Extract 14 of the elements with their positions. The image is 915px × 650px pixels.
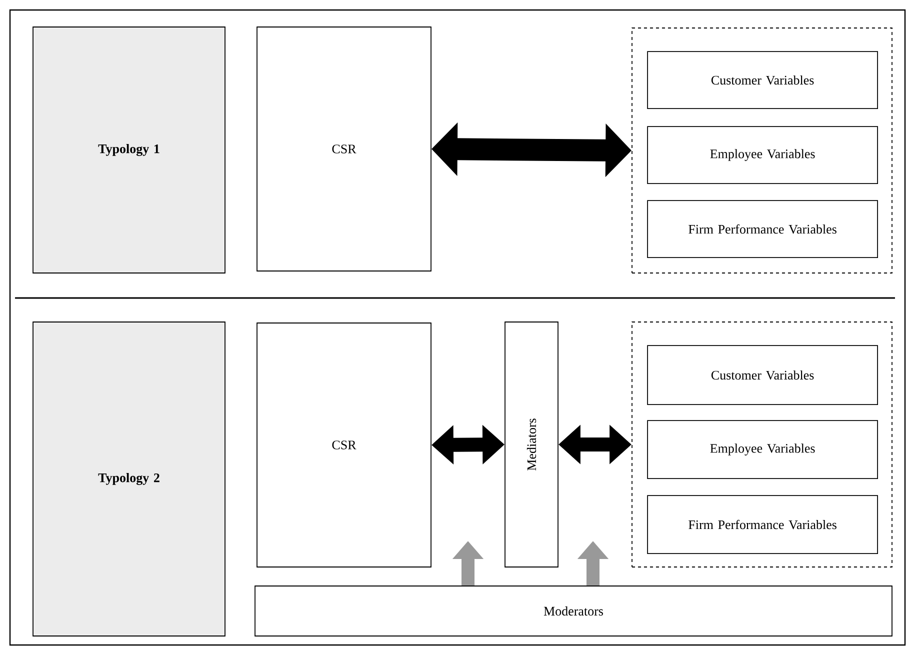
moderators-bar: Moderators [254,586,892,636]
variable-box: Customer Variables [647,51,878,109]
typology-box: Typology 2 [32,322,226,636]
typology-box: Typology 1 [32,26,226,274]
dashed-group [632,28,892,274]
concept-box: CSR [256,26,432,272]
variable-box: Firm Performance Variables [647,200,878,258]
variable-box: Firm Performance Variables [647,495,878,554]
variable-box: Customer Variables [647,345,878,405]
variable-box: Employee Variables [647,420,878,479]
mediators-box: Mediators [504,322,558,568]
variable-box: Employee Variables [647,126,878,184]
concept-box: CSR [256,322,432,568]
dashed-group [632,322,892,568]
